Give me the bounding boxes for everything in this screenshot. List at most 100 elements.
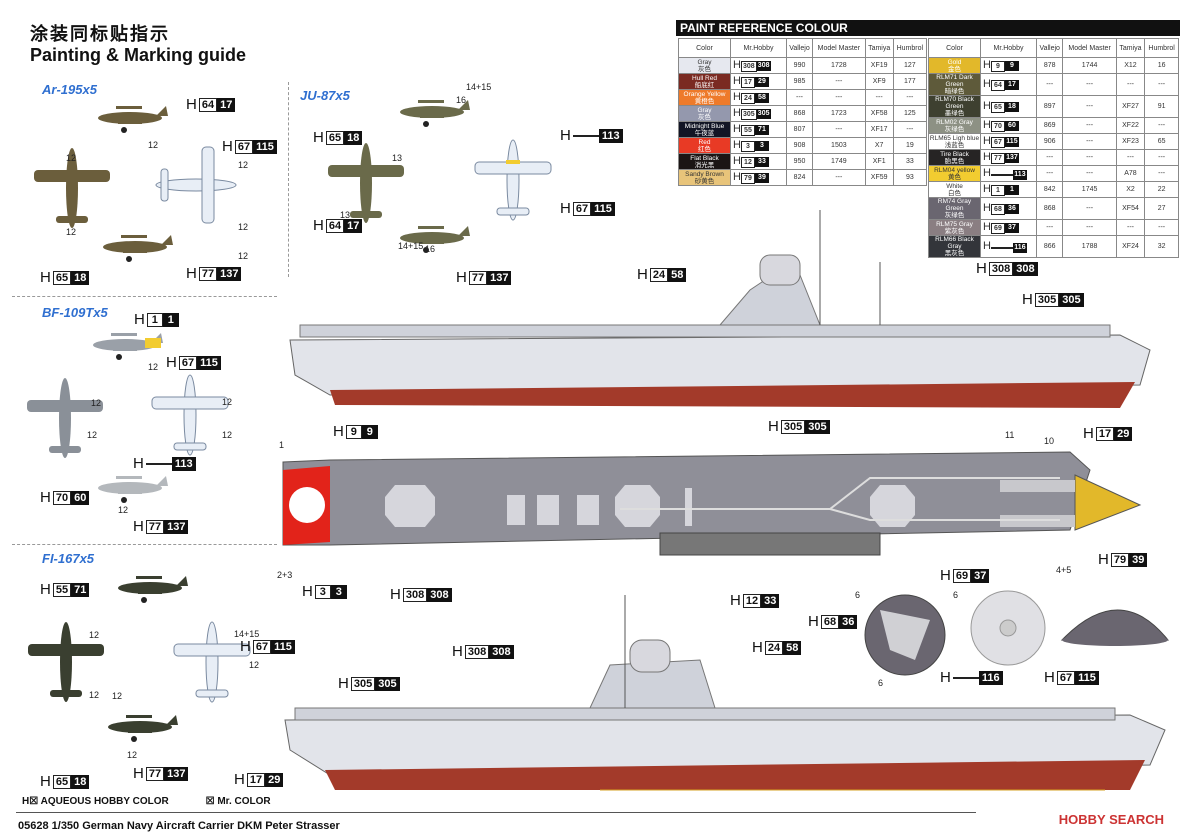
hobby-prefix: H [983, 202, 991, 215]
color-name: RLM70 Black Green [935, 96, 974, 110]
callout-mr-color-code: 115 [1075, 670, 1099, 685]
callout-prefix: H [40, 581, 51, 598]
color-name: Flat Black [690, 154, 719, 162]
callout-prefix: H [234, 771, 245, 788]
tamiya-cell: X2 [1115, 181, 1146, 198]
callout-prefix: H [40, 773, 51, 790]
callout-prefix: H [976, 260, 987, 277]
column-header: Color [678, 38, 731, 58]
hobby-code: 3 [740, 140, 755, 152]
hobby-prefix: H [983, 59, 991, 72]
part-number: 12 [238, 251, 249, 261]
callout-mr-color-code: 305 [375, 676, 400, 691]
color-name-cn: 砂黄色 [694, 177, 715, 185]
tamiya-cell: --- [1115, 73, 1146, 96]
carrier-side-view-2 [284, 595, 1166, 790]
vallejo-cell: --- [785, 89, 814, 106]
tamiya-cell: --- [1115, 149, 1146, 166]
mr-color-code: 3 [754, 141, 769, 152]
column-header: Model Master [812, 38, 866, 58]
hobby-code [990, 246, 1013, 249]
callout-prefix: H [752, 639, 763, 656]
callout-prefix: H [302, 583, 313, 600]
callout-hobby-code: 24 [764, 640, 784, 655]
vallejo-cell: --- [1035, 219, 1064, 236]
vallejo-cell: 897 [1035, 95, 1064, 118]
callout-prefix: H [166, 354, 177, 371]
humbrol-cell: 91 [1144, 95, 1179, 118]
humbrol-cell: --- [892, 89, 928, 106]
callout-mr-color-code: 71 [71, 582, 90, 597]
hobby-prefix: H [733, 59, 741, 72]
callout-hobby-code [952, 676, 979, 679]
callout-mr-color-code: 137 [164, 766, 189, 781]
callout-mr-color-code: 308 [1013, 261, 1038, 276]
color-name: RLM66 Black Gray [935, 236, 974, 250]
tamiya-cell: X7 [864, 137, 894, 154]
hobby-prefix: H [733, 139, 741, 152]
title-chinese: 涂装同标贴指示 [30, 24, 170, 44]
callout-hobby-code: 67 [252, 639, 272, 654]
hobby-code: 69 [990, 222, 1005, 234]
callout-prefix: H [313, 129, 324, 146]
vallejo-cell: --- [1035, 73, 1064, 96]
humbrol-cell: --- [1144, 219, 1179, 236]
vallejo-cell: 866 [1035, 235, 1064, 258]
callout-mr-color-code: 1 [162, 312, 179, 327]
callout-mr-color-code: 115 [197, 355, 221, 370]
footer-legend: H☒ AQUEOUS HOBBY COLOR ☒ Mr. COLOR [22, 796, 271, 807]
callout-mr-color-code: 137 [164, 519, 189, 534]
hobby-code: 77 [990, 152, 1005, 164]
tamiya-cell: XF22 [1115, 117, 1146, 134]
aqueous-legend-label: AQUEOUS HOBBY COLOR [40, 796, 169, 807]
color-name: RLM71 Dark Green [936, 74, 973, 88]
callout-hobby-code [145, 462, 172, 465]
vallejo-cell: 906 [1035, 133, 1064, 150]
column-header: Model Master [1062, 38, 1117, 58]
mr-color-code: 17 [1004, 80, 1019, 91]
tamiya-cell: XF19 [864, 57, 894, 74]
hobby-prefix: H [983, 135, 991, 148]
part-number: 12 [148, 362, 159, 372]
tamiya-cell: XF24 [1115, 235, 1146, 258]
ar195-bottom [155, 146, 237, 224]
tamiya-cell: XF27 [1115, 95, 1146, 118]
color-name-cn: 黑灰色 [944, 250, 965, 257]
callout-hobby-code: 308 [988, 261, 1014, 276]
callout-hobby-code: 65 [325, 130, 345, 145]
vallejo-cell: 868 [785, 105, 814, 122]
model-master-cell: --- [1062, 149, 1117, 166]
watermark: HOBBY SEARCH [1058, 812, 1164, 827]
color-name: RLM04 yellow [934, 166, 975, 174]
mr-color-code: 29 [754, 77, 769, 88]
callout-hobby-code: 9 [345, 424, 362, 439]
hobby-prefix: H [983, 167, 991, 180]
callout-prefix: H [940, 669, 951, 686]
humbrol-cell: 93 [892, 169, 928, 186]
tamiya-cell: XF9 [864, 73, 894, 90]
column-header: Mr.Hobby [980, 38, 1037, 58]
vallejo-cell: 807 [785, 121, 814, 138]
mr-color-code: 60 [1004, 121, 1019, 132]
hobby-prefix: H [983, 151, 991, 164]
color-name-cn: 灰绿色 [944, 212, 965, 219]
section-ar195: Ar-195x5 [42, 82, 97, 97]
